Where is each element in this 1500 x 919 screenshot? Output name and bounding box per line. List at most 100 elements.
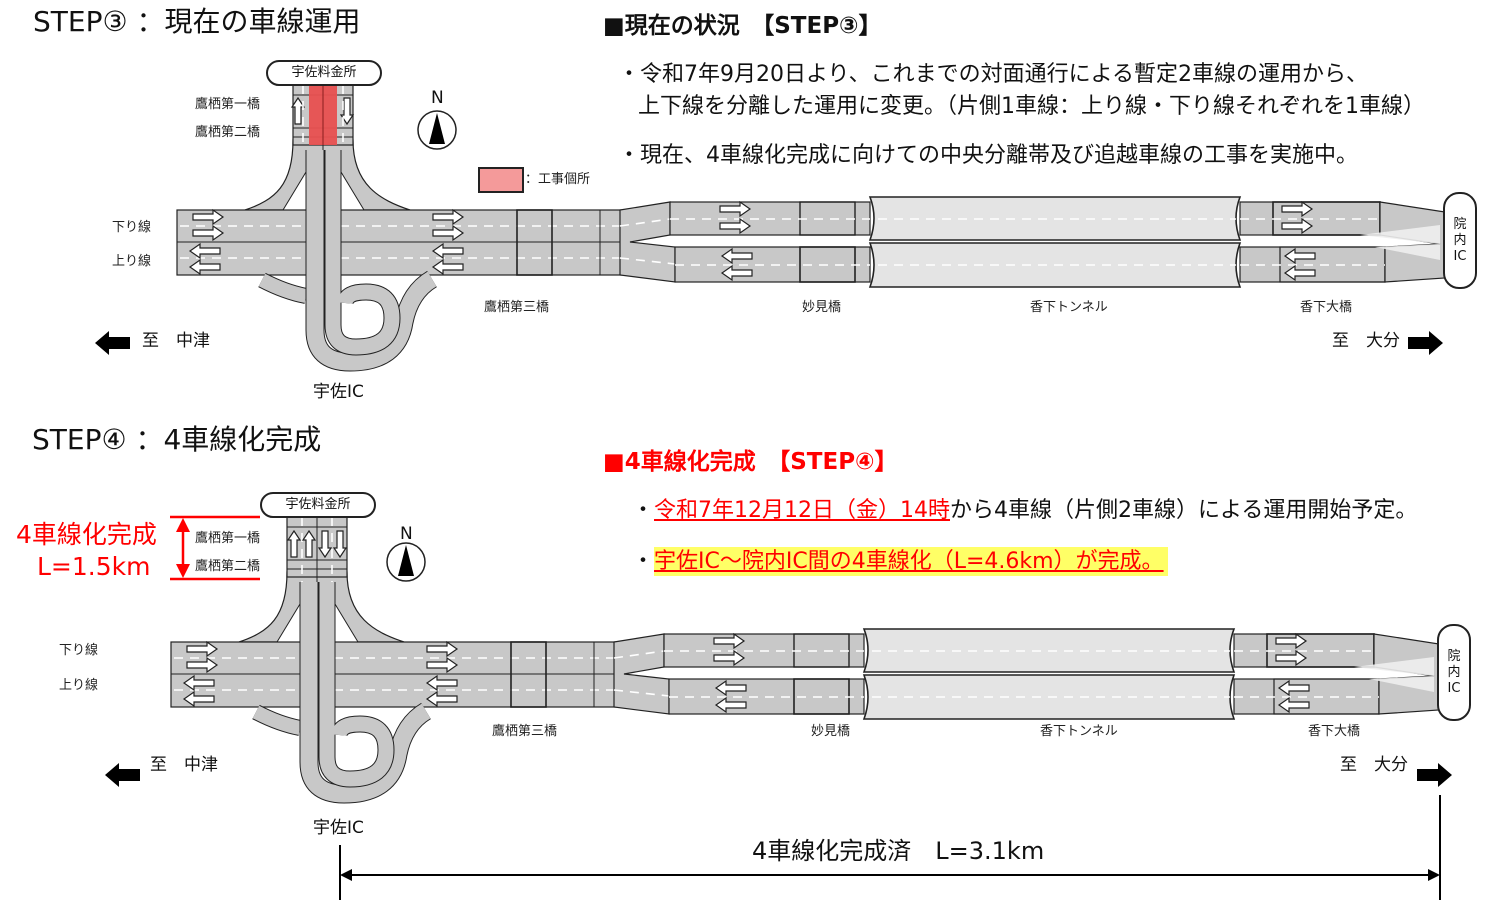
step4-title: STEP④ ：4車線化完成	[32, 423, 322, 456]
lane-arrow-l-icon	[1283, 247, 1316, 265]
east-arrow-icon	[1408, 331, 1443, 355]
bullet-dot: ・	[632, 498, 655, 523]
lane-arrow-l-icon	[1277, 696, 1310, 714]
step3-down-line-label: 下り線	[112, 220, 152, 235]
step4-down-line-label: 下り線	[59, 643, 99, 658]
step4-bullet-1: ・令和7年12月12日（金）14時から4車線（片側2車線）による運用開始予定。	[632, 500, 1417, 522]
lane-arrow-d-icon	[339, 97, 355, 126]
lane-arrow-u-icon	[290, 96, 306, 125]
step3-kouge-bridge-label: 香下大橋	[1300, 300, 1353, 315]
bullet-dot: ・	[632, 549, 655, 574]
inner-loop-ramp	[325, 150, 400, 355]
ic-char: 院	[1447, 648, 1461, 664]
step3-bullet-1: ・令和7年9月20日より、これまでの対面通行による暫定2車線の運用から、	[618, 62, 1369, 87]
ic-char: 内	[1447, 664, 1461, 680]
step4-bridge2-label: 鷹栖第二橋	[195, 559, 261, 574]
lane-arrow-l-icon	[714, 696, 747, 714]
bridge3-structure	[510, 641, 547, 708]
step4-usa-ic: 宇佐IC	[313, 818, 364, 838]
lane-arrow-r-icon	[1275, 632, 1308, 650]
carriageway-split	[613, 633, 670, 715]
inner-loop-ramp	[319, 582, 394, 787]
hatched-zone	[1360, 225, 1440, 260]
outer-loop-ramp	[306, 150, 437, 371]
lane-arrow-l-icon	[188, 242, 221, 260]
step4-diagram	[105, 516, 1452, 804]
lane-arrow-r-icon	[719, 200, 752, 218]
lane-arrow-r-icon	[719, 217, 752, 235]
lane-arrow-l-icon	[720, 264, 753, 282]
completed-section-label: 4車線化完成	[16, 520, 157, 549]
step3-tunnel-label: 香下トンネル	[1030, 300, 1108, 315]
ic-char: IC	[1447, 680, 1461, 696]
lane-arrow-l-icon	[182, 690, 215, 708]
step3-bridge2-label: 鷹栖第二橋	[195, 125, 261, 140]
west-arrow-icon	[95, 331, 130, 355]
step3-bullet-1-cont: 上下線を分離した運用に変更。（片側1車線：上り線・下り線それぞれを1車線）	[638, 94, 1425, 119]
lane-arrow-r-icon	[426, 656, 459, 674]
distance-arrow-right-icon	[1428, 869, 1440, 881]
lane-arrow-l-icon	[714, 679, 747, 697]
lane-arrow-r-icon	[192, 224, 225, 242]
step3-myoken-label: 妙見橋	[802, 300, 842, 315]
distance-arrow-left-icon	[340, 869, 352, 881]
step3-status-heading: ■現在の状況 【STEP③】	[603, 13, 882, 39]
west-arrow-icon	[105, 763, 140, 787]
lane-arrow-l-icon	[431, 258, 464, 276]
step3-north-label: N	[431, 88, 444, 108]
step3-usa-ic: 宇佐IC	[313, 382, 364, 402]
step3-bullet-2: ・現在、4車線化完成に向けての中央分離帯及び追越車線の工事を実施中。	[618, 143, 1358, 168]
step3-innai-ic: 院 内 IC	[1443, 192, 1477, 289]
step4-kouge-bridge-label: 香下大橋	[1308, 724, 1361, 739]
lane-arrow-l-icon	[720, 247, 753, 265]
construction-legend-swatch	[478, 167, 524, 193]
bracket-arrow-up-icon	[176, 518, 190, 532]
lane-arrow-u-icon	[286, 529, 302, 558]
lane-arrow-d-icon	[317, 530, 333, 559]
lane-arrow-r-icon	[432, 208, 465, 226]
opening-datetime: 令和7年12月12日（金）14時	[654, 498, 950, 523]
step4-innai-ic: 院 内 IC	[1437, 624, 1471, 721]
lane-arrow-l-icon	[1277, 679, 1310, 697]
ic-char: IC	[1453, 248, 1467, 264]
lane-arrow-l-icon	[431, 242, 464, 260]
step3-to-nakatsu: 至 中津	[142, 331, 210, 351]
step4-up-line-label: 上り線	[59, 678, 99, 693]
step4-tunnel-label: 香下トンネル	[1040, 724, 1118, 739]
step3-to-oita: 至 大分	[1332, 331, 1400, 351]
step3-bridge1-label: 鷹栖第一橋	[195, 97, 261, 112]
north-arrow-icon	[398, 545, 414, 576]
east-arrow-icon	[1417, 763, 1452, 787]
carriageway-split	[619, 201, 676, 283]
sw-ramp	[252, 705, 302, 735]
construction-legend-label: ：工事個所	[525, 172, 591, 187]
ic-char: 院	[1453, 216, 1467, 232]
lane-arrow-l-icon	[425, 674, 458, 692]
lane-arrow-r-icon	[1281, 200, 1314, 218]
step4-bullet-2: ・宇佐IC～院内IC間の4車線化（L=4.6km）が完成。	[632, 547, 1168, 576]
step4-myoken-label: 妙見橋	[811, 724, 851, 739]
step3-bridge3-label: 鷹栖第三橋	[484, 300, 550, 315]
lane-marking	[619, 218, 671, 227]
step3-toll-booth: 宇佐料金所	[266, 60, 382, 86]
lane-arrow-r-icon	[192, 208, 225, 226]
step4-toll-booth: 宇佐料金所	[260, 492, 376, 518]
step4-north-label: N	[400, 524, 413, 544]
step3-diagram	[95, 84, 1446, 372]
lane-arrow-l-icon	[182, 674, 215, 692]
step3-up-line-label: 上り線	[112, 254, 152, 269]
completed-section-length: L=1.5km	[37, 552, 151, 581]
completion-highlight: 宇佐IC～院内IC間の4車線化（L=4.6km）が完成。	[654, 547, 1168, 576]
lane-arrow-r-icon	[713, 649, 746, 667]
lane-arrow-r-icon	[1281, 217, 1314, 235]
lane-arrow-d-icon	[332, 530, 348, 559]
outer-loop-ramp	[300, 582, 431, 803]
lane-arrow-r-icon	[713, 632, 746, 650]
lane-arrow-r-icon	[426, 640, 459, 658]
north-arrow-icon	[429, 113, 445, 144]
lane-arrow-l-icon	[1283, 264, 1316, 282]
step4-bridge1-label: 鷹栖第一橋	[195, 531, 261, 546]
step4-to-nakatsu: 至 中津	[150, 755, 218, 775]
bullet-text: から4車線（片側2車線）による運用開始予定。	[950, 498, 1418, 523]
